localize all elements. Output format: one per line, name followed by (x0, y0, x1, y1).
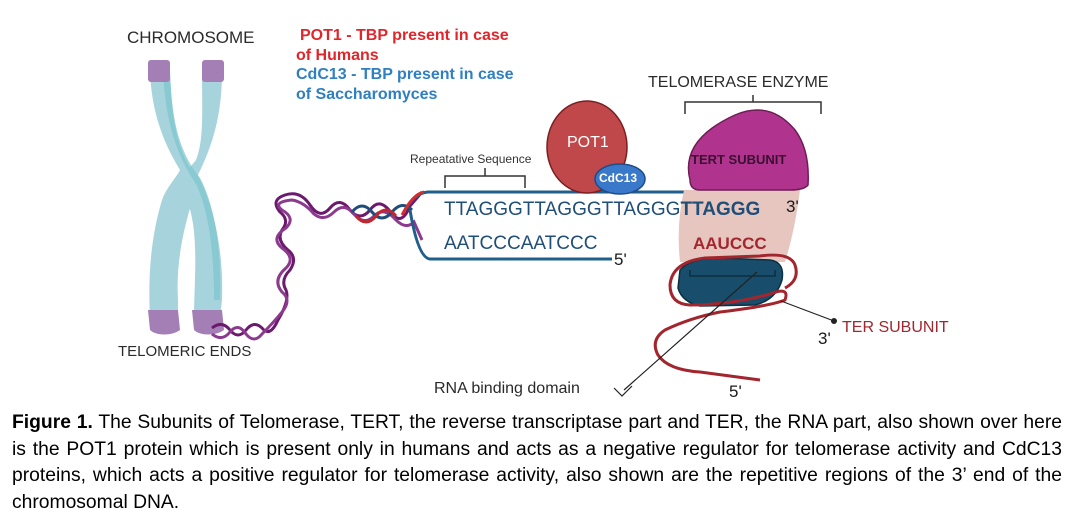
cdc13-protein (594, 163, 646, 195)
dna-helix (211, 191, 424, 341)
rbd-pointer-check (613, 385, 633, 397)
legend-pot1-line1: POT1 - TBP present in case (300, 27, 509, 44)
rna-binding-domain (677, 257, 784, 307)
ter-subunit-label: TER SUBUNIT (842, 319, 949, 336)
telomerase-bracket (684, 95, 822, 114)
legend-pot1-line2: of Humans (296, 47, 379, 64)
telomere-cap-bottom-right (192, 310, 224, 335)
legend-cdc13-line1: CdC13 - TBP present in case (296, 66, 514, 83)
rna-template-sequence: AAUCCC (693, 234, 767, 253)
bottom-strand-sequence: AATCCCAATCCC (444, 233, 598, 254)
top-strand-3prime: 3' (786, 197, 799, 216)
tert-subunit-label: TERT SUBUNIT (691, 152, 787, 167)
tert-subunit (687, 109, 809, 191)
bottom-strand-line (408, 209, 612, 261)
repeat-bracket (444, 168, 526, 188)
rbd-bracket (689, 270, 776, 277)
rbd-pointer-line (623, 271, 758, 391)
bottom-strand-5prime: 5' (614, 250, 627, 269)
telomerase-enzyme-label: TELOMERASE ENZYME (648, 74, 829, 91)
telomere-cap-bottom-left (148, 310, 180, 335)
figure-caption-text: The Subunits of Telomerase, TERT, the re… (12, 412, 1063, 513)
ter-pointer-dot (831, 318, 837, 324)
legend-cdc13-line2: of Saccharomyces (296, 86, 438, 103)
telomere-cap-top-right (202, 60, 224, 82)
chromatid-left (149, 72, 198, 318)
ter-pointer-line (780, 300, 835, 322)
ter-5prime-label: 5' (729, 382, 742, 401)
ter-3prime-label: 3' (818, 329, 831, 348)
telomeric-ends-label: TELOMERIC ENDS (118, 343, 252, 360)
telomere-cap-top-left (148, 60, 170, 82)
template-region (678, 190, 800, 262)
ter-rna-strand (653, 253, 798, 382)
chromosome-label: CHROMOSOME (127, 28, 255, 47)
dna-strands (400, 190, 790, 261)
top-strand-repeats: TTAGGGTTAGGGTTAGGG (444, 199, 681, 220)
figure-caption-label: Figure 1. (12, 412, 93, 433)
top-strand-bold-repeat: TTAGGG (680, 199, 761, 220)
rna-binding-domain-label: RNA binding domain (434, 380, 580, 397)
top-strand-sequence: TTAGGGTTAGGGTTAGGGTTAGGG (444, 199, 760, 221)
chromosome-illustration (148, 60, 224, 335)
chromatid-shade (163, 72, 221, 300)
diagram-canvas (148, 60, 837, 397)
repeat-sequence-label: Repeatative Sequence (410, 152, 532, 166)
top-strand-red-end (400, 190, 425, 216)
pot1-label: POT1 (567, 134, 609, 151)
cdc13-label: CdC13 (599, 171, 638, 185)
figure-caption: Figure 1. The Subunits of Telomerase, TE… (12, 410, 1062, 516)
telomerase-diagram: CHROMOSOME TELOMERIC ENDS POT1 - TBP pre… (118, 27, 949, 401)
